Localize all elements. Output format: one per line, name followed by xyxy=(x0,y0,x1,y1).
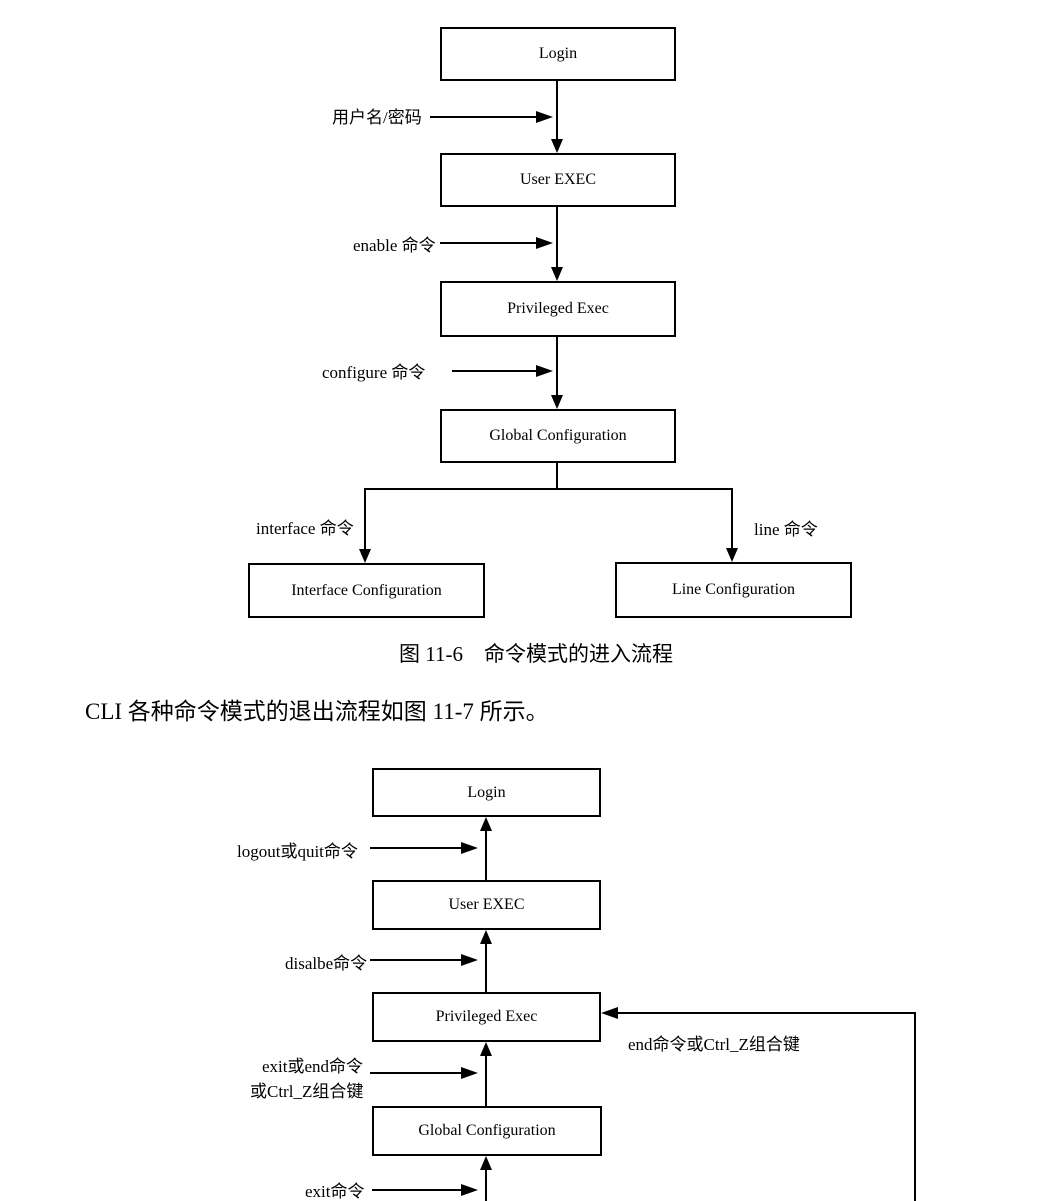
flow-box-interface-config-label: Interface Configuration xyxy=(291,581,442,599)
flowline-exit-end-label xyxy=(370,1072,462,1074)
flowline-privexec-to-userexec xyxy=(485,943,487,992)
flowline-userexec-to-privexec xyxy=(556,207,558,267)
flowline-userexec-to-login xyxy=(485,830,487,880)
edge-label-username-password: 用户名/密码 xyxy=(332,108,422,127)
edge-label-exit-end-line1: exit或end命令 xyxy=(262,1057,364,1076)
flowline-username-label xyxy=(430,116,537,118)
edge-label-line: line 命令 xyxy=(754,520,818,539)
flow-box-login-label: Login xyxy=(538,45,578,62)
arrowhead-right-icon xyxy=(536,111,553,123)
arrowhead-right-icon xyxy=(461,954,478,966)
arrowhead-up-icon xyxy=(480,1156,492,1170)
edge-label-interface: interface 命令 xyxy=(256,519,354,538)
arrowhead-up-icon xyxy=(480,817,492,831)
flowline-disable-label xyxy=(370,959,462,961)
flow-box-privileged-exec-label: Privileged Exec xyxy=(435,1008,538,1025)
flowline-branch-right xyxy=(731,488,733,548)
flow-box-user-exec: User EXEC xyxy=(440,153,676,207)
arrowhead-down-icon xyxy=(726,548,738,562)
edge-label-enable: enable 命令 xyxy=(353,236,436,255)
arrowhead-up-icon xyxy=(480,1042,492,1056)
flow-box-global-config: Global Configuration xyxy=(372,1106,602,1156)
flow-box-user-exec-label: User EXEC xyxy=(448,896,525,913)
flow-box-privileged-exec-label: Privileged Exec xyxy=(507,300,609,317)
flow-box-line-config: Line Configuration xyxy=(615,562,852,618)
body-paragraph: CLI 各种命令模式的退出流程如图 11-7 所示。 xyxy=(85,699,549,724)
flow-box-interface-config: Interface Configuration xyxy=(248,563,485,618)
arrowhead-down-icon xyxy=(551,395,563,409)
edge-label-configure: configure 命令 xyxy=(322,363,426,382)
flowline-exit-label xyxy=(372,1189,462,1191)
flowline-enable-label xyxy=(440,242,537,244)
arrowhead-up-icon xyxy=(480,930,492,944)
flow-box-global-config-label: Global Configuration xyxy=(418,1122,556,1139)
arrowhead-down-icon xyxy=(359,549,371,563)
flow-box-login: Login xyxy=(440,27,676,81)
arrowhead-right-icon xyxy=(536,365,553,377)
flow-box-global-config: Global Configuration xyxy=(440,409,676,463)
arrowhead-down-icon xyxy=(551,139,563,153)
flow-box-login: Login xyxy=(372,768,601,817)
flow-box-privileged-exec: Privileged Exec xyxy=(372,992,601,1042)
arrowhead-right-icon xyxy=(461,1184,478,1196)
flowline-globalcfg-to-privexec xyxy=(485,1055,487,1106)
flow-box-user-exec: User EXEC xyxy=(372,880,601,930)
flow-box-login-label: Login xyxy=(467,783,506,801)
flowline-login-to-userexec xyxy=(556,81,558,140)
edge-label-disable: disalbe命令 xyxy=(285,954,368,973)
edge-label-exit-end-line2: 或Ctrl_Z组合键 xyxy=(250,1082,364,1101)
flowline-branch-left xyxy=(364,488,366,549)
edge-label-exit: exit命令 xyxy=(305,1182,365,1201)
flowline-branch-horizontal xyxy=(364,488,733,490)
flow-box-global-config-label: Global Configuration xyxy=(489,427,627,444)
flowline-configure-label xyxy=(452,370,537,372)
flowline-feedback-horizontal xyxy=(617,1012,916,1014)
arrowhead-right-icon xyxy=(536,237,553,249)
flow-box-user-exec-label: User EXEC xyxy=(520,171,596,188)
arrowhead-left-icon xyxy=(601,1007,618,1019)
flow-box-line-config-label: Line Configuration xyxy=(671,581,796,598)
flowline-logout-label xyxy=(370,847,462,849)
flowline-feedback-vertical xyxy=(914,1012,916,1201)
flowline-privexec-to-globalcfg xyxy=(556,337,558,395)
flowline-below-globalcfg xyxy=(485,1169,487,1201)
arrowhead-right-icon xyxy=(461,842,478,854)
arrowhead-right-icon xyxy=(461,1067,478,1079)
edge-label-logout-quit: logout或quit命令 xyxy=(237,842,358,861)
flowline-branch-stub xyxy=(556,463,558,489)
figure-caption: 图 11-6 命令模式的进入流程 xyxy=(399,642,673,666)
arrowhead-down-icon xyxy=(551,267,563,281)
edge-label-end-ctrlz: end命令或Ctrl_Z组合键 xyxy=(628,1035,800,1054)
flow-box-privileged-exec: Privileged Exec xyxy=(440,281,676,337)
